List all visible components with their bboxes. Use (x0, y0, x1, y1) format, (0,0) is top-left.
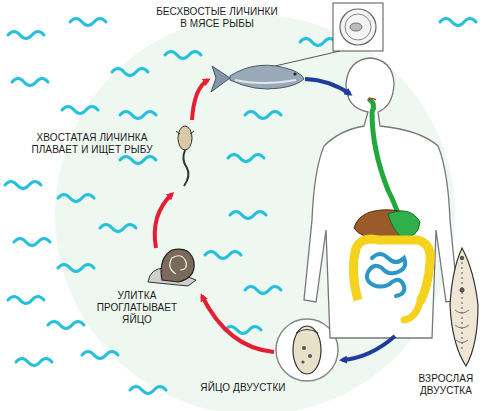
stage-label: ХВОСТАТАЯ ЛИЧИНКА ПЛАВАЕТ И ИЩЕТ РЫБУ (22, 132, 162, 156)
egg-drawing (276, 319, 338, 381)
cercaria-larva (176, 126, 194, 186)
fish-drawing (211, 65, 304, 92)
stage-label: ВЗРОСЛАЯ ДВУУСТКА (400, 373, 492, 397)
cycle-ground (55, 15, 455, 411)
stage-label: БЕСХВОСТЫЕ ЛИЧИНКИ В МЯСЕ РЫБЫ (152, 6, 282, 30)
adult-fluke (450, 248, 478, 366)
cyst-inset (275, 3, 383, 66)
snail-drawing (148, 249, 196, 286)
stage-label: УЛИТКА ПРОГЛАТЫВАЕТ ЯЙЦО (92, 290, 182, 326)
cycle-arrows (155, 79, 395, 360)
human-silhouette (304, 58, 458, 338)
water-waves (5, 19, 476, 394)
stage-label: ЯЙЦО ДВУУСТКИ (178, 382, 308, 394)
